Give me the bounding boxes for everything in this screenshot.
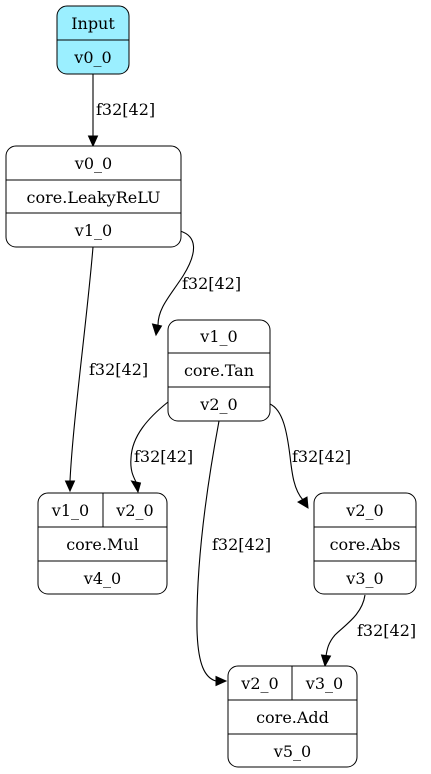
edge-leakyrelu-to-tan	[151, 230, 195, 337]
node-tan-input: v1_0	[199, 327, 237, 346]
node-add: v2_0 v3_0 core.Add v5_0	[227, 665, 358, 768]
edge-label-tan-abs: f32[42]	[292, 447, 351, 466]
node-abs-op: core.Abs	[330, 535, 401, 554]
node-leakyrelu-output: v1_0	[74, 221, 112, 240]
node-add-input-0: v2_0	[240, 674, 278, 693]
node-leakyrelu-input: v0_0	[74, 154, 112, 173]
node-abs-input: v2_0	[345, 501, 383, 520]
edge-label-input-leakyrelu: f32[42]	[96, 100, 155, 119]
node-abs-output: v3_0	[345, 569, 383, 588]
node-add-output: v5_0	[273, 742, 311, 761]
node-mul: v1_0 v2_0 core.Mul v4_0	[37, 492, 168, 595]
node-input-output: v0_0	[73, 48, 111, 67]
node-mul-input-0: v1_0	[51, 501, 89, 520]
edge-label-tan-mul: f32[42]	[134, 447, 193, 466]
node-tan: v1_0 core.Tan v2_0	[167, 319, 271, 422]
edge-label-tan-add: f32[42]	[212, 535, 271, 554]
node-add-op: core.Add	[256, 708, 329, 727]
node-leakyrelu-op: core.LeakyReLU	[27, 188, 161, 207]
edge-label-leakyrelu-tan: f32[42]	[182, 274, 241, 293]
edge-input-to-leakyrelu	[87, 74, 99, 148]
node-leakyrelu: v0_0 core.LeakyReLU v1_0	[5, 145, 182, 248]
node-tan-output: v2_0	[199, 395, 237, 414]
edge-label-leakyrelu-mul: f32[42]	[89, 360, 148, 379]
edge-leakyrelu-to-mul	[64, 246, 94, 493]
edge-abs-to-add	[320, 594, 366, 668]
edge-tan-to-mul	[130, 401, 169, 494]
node-abs: v2_0 core.Abs v3_0	[313, 492, 417, 595]
node-mul-output: v4_0	[83, 569, 121, 588]
node-input: Input v0_0	[56, 5, 130, 75]
edge-label-abs-add: f32[42]	[357, 621, 416, 640]
edge-tan-to-abs	[269, 403, 309, 509]
node-tan-op: core.Tan	[184, 361, 254, 380]
node-mul-input-1: v2_0	[115, 501, 153, 520]
edge-tan-to-add	[196, 420, 228, 687]
node-add-input-1: v3_0	[305, 674, 343, 693]
node-mul-op: core.Mul	[66, 535, 139, 554]
node-input-title: Input	[71, 14, 115, 33]
